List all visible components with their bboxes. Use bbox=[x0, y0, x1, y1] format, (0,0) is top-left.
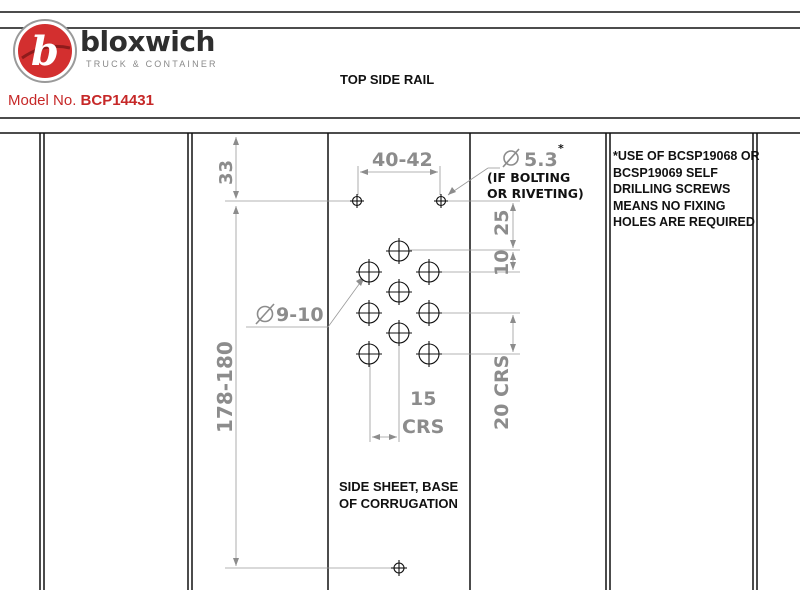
diameter-symbols bbox=[255, 148, 520, 325]
side-sheet-label: SIDE SHEET, BASE OF CORRUGATION bbox=[339, 479, 459, 511]
small-hole-left bbox=[350, 194, 364, 208]
model-number-label: Model No. BCP14431 bbox=[8, 93, 154, 108]
screw-note: *USE OF BCSP19068 OR BCSP19069 SELF DRIL… bbox=[613, 149, 760, 229]
dim-horizontal-crs-value: 15 bbox=[410, 388, 436, 410]
large-hole bbox=[416, 300, 442, 326]
large-hole bbox=[386, 320, 412, 346]
dim-large-hole-diameter: 9-10 bbox=[276, 304, 324, 326]
large-hole bbox=[416, 259, 442, 285]
dimension-arrows bbox=[233, 137, 516, 566]
dim-top-offset: 33 bbox=[216, 160, 237, 185]
dim-vertical-10: 10 bbox=[491, 250, 513, 276]
model-number: BCP14431 bbox=[80, 92, 154, 109]
dim-overall-height: 178-180 bbox=[213, 341, 237, 433]
note-bolting-line1: (IF BOLTING bbox=[487, 170, 570, 185]
dim-small-hole-diameter: 5.3 bbox=[524, 149, 558, 171]
brand-name: bloxwich bbox=[80, 25, 215, 58]
hole-pattern bbox=[350, 194, 448, 576]
dim-pitch: 40-42 bbox=[372, 149, 433, 171]
brand-tagline: TRUCK & CONTAINER bbox=[86, 59, 218, 69]
large-hole bbox=[416, 341, 442, 367]
large-hole bbox=[386, 279, 412, 305]
dim-vertical-25: 25 bbox=[491, 210, 513, 236]
diameter-symbol-small bbox=[502, 148, 520, 168]
large-hole bbox=[356, 259, 382, 285]
large-hole bbox=[356, 341, 382, 367]
small-hole-bottom bbox=[391, 560, 407, 576]
dim-vertical-crs: 20 CRS bbox=[491, 355, 513, 430]
bloxwich-logo-icon: b bbox=[13, 19, 77, 83]
diameter-symbol-large bbox=[255, 303, 275, 325]
dim-horizontal-crs-label: CRS bbox=[402, 416, 444, 438]
model-label: Model No. bbox=[8, 92, 77, 109]
note-bolting-line2: OR RIVETING) bbox=[487, 186, 584, 201]
drawing-title: TOP SIDE RAIL bbox=[340, 72, 435, 87]
large-hole bbox=[386, 238, 412, 264]
dim-small-hole-mark: * bbox=[558, 142, 564, 155]
logo-letter: b bbox=[31, 28, 59, 75]
small-hole-right bbox=[434, 194, 448, 208]
drawing-frame bbox=[0, 11, 800, 590]
large-hole bbox=[356, 300, 382, 326]
